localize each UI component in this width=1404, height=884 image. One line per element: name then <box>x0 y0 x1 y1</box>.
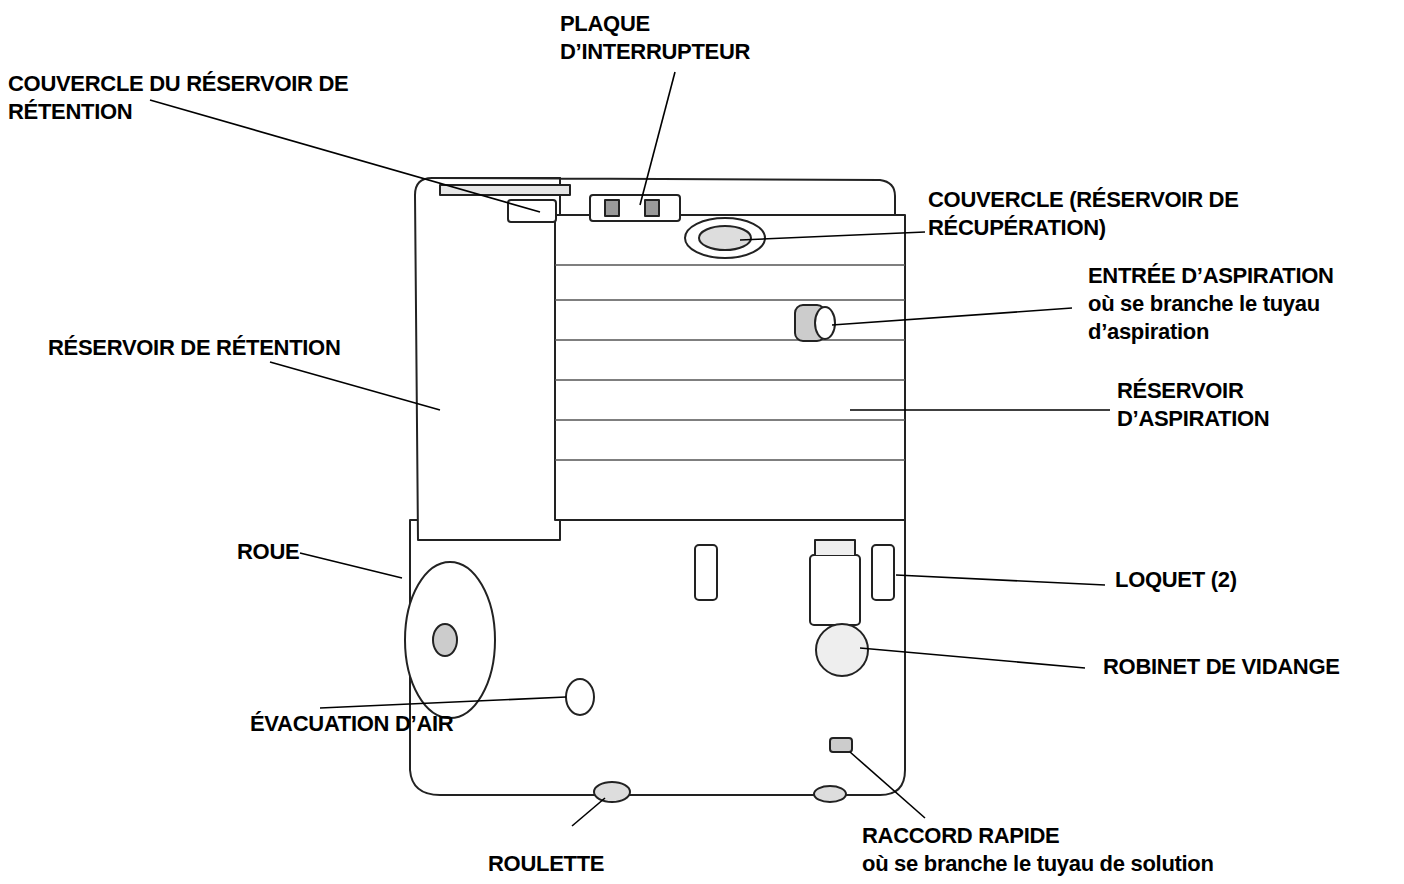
latch <box>695 545 717 600</box>
part-label: ENTRÉE D’ASPIRATION <box>1088 262 1398 290</box>
part-label: ROULETTE <box>488 850 648 878</box>
suction-inlet-mouth <box>815 307 835 339</box>
leader-line <box>270 362 440 410</box>
drain-valve-lever <box>815 540 855 555</box>
wheel <box>405 562 495 718</box>
part-label: RACCORD RAPIDE <box>862 822 1162 850</box>
leader-line <box>896 575 1105 585</box>
part-label: COUVERCLE (RÉSERVOIR DE RÉCUPÉRATION) <box>928 186 1318 242</box>
leader-line <box>320 697 566 708</box>
part-label: où se branche le tuyau d’aspiration <box>1088 290 1398 346</box>
retention-lid <box>508 200 556 222</box>
recovery-lid-inner <box>699 226 751 250</box>
leader-line <box>832 308 1072 325</box>
leader-line <box>150 100 540 212</box>
part-label: ROBINET DE VIDANGE <box>1103 653 1403 681</box>
leader-line <box>572 798 605 826</box>
leader-line <box>640 72 675 205</box>
latch <box>872 545 894 600</box>
switch <box>645 200 659 216</box>
caster <box>594 782 630 802</box>
part-label: PLAQUE D’INTERRUPTEUR <box>560 10 800 66</box>
recovery-tank <box>555 215 905 520</box>
leader-line <box>850 752 925 818</box>
recovery-lid <box>685 218 765 258</box>
part-label: RÉSERVOIR D’ASPIRATION <box>1117 377 1317 433</box>
quick-connect <box>830 738 852 752</box>
handle-slot <box>440 185 570 195</box>
switch-plate <box>590 195 680 221</box>
part-label: ÉVACUATION D’AIR <box>250 710 550 738</box>
leader-line <box>860 648 1085 668</box>
drain-valve-cap <box>816 624 868 676</box>
part-label: LOQUET (2) <box>1115 566 1315 594</box>
drain-valve-body <box>810 555 860 625</box>
leader-line <box>740 232 925 240</box>
part-label: COUVERCLE DU RÉSERVOIR DE RÉTENTION <box>8 70 438 126</box>
caster <box>814 786 846 802</box>
air-exhaust <box>566 679 594 715</box>
tank-rib <box>555 265 905 460</box>
part-label: où se branche le tuyau de solution <box>862 850 1402 878</box>
leader-line <box>300 553 402 578</box>
wheel-hub <box>433 624 457 656</box>
retention-tank <box>415 178 560 540</box>
switch <box>605 200 619 216</box>
part-label: RÉSERVOIR DE RÉTENTION <box>48 334 468 362</box>
part-label: ROUE <box>237 538 357 566</box>
leader-line <box>850 409 1110 411</box>
